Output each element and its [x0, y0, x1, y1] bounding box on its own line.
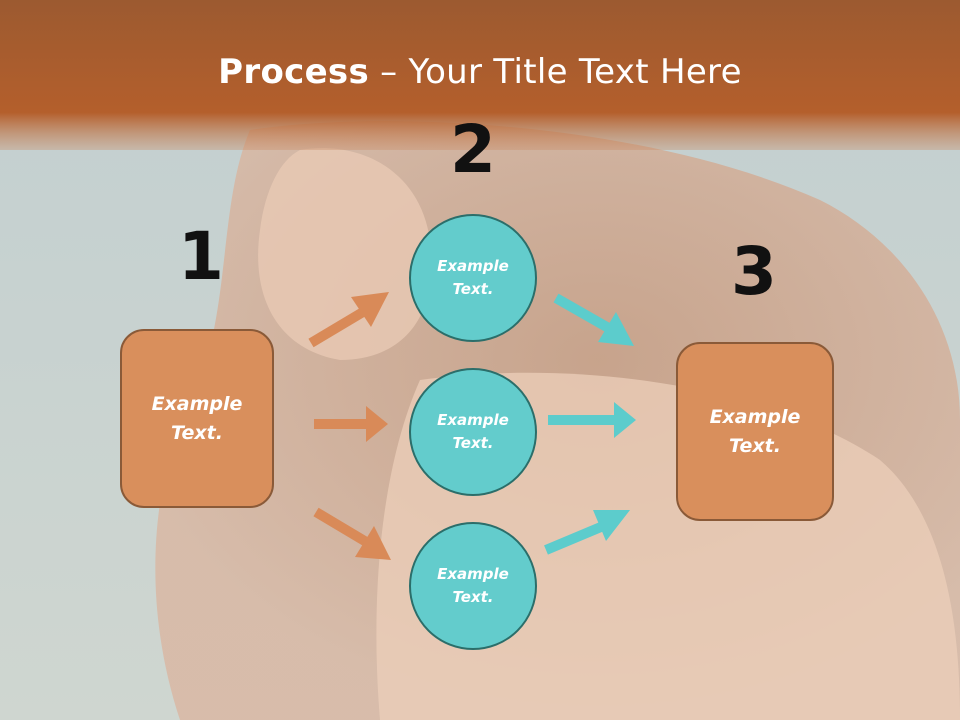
step-3-text: Example Text.: [709, 405, 801, 457]
step-2-text-middle: Example Text.: [437, 411, 509, 452]
step-1-text: Example Text.: [151, 392, 243, 444]
step-3-box: Example Text.: [676, 342, 834, 521]
step-2-number: 2: [450, 111, 496, 188]
title-bold: Process: [218, 52, 370, 92]
step-2-circle-middle: Example Text.: [409, 368, 537, 496]
step-2-text-bottom: Example Text.: [437, 565, 509, 606]
step-2-text-top: Example Text.: [437, 257, 509, 298]
title-rest: – Your Title Text Here: [369, 52, 742, 92]
step-1-box: Example Text.: [120, 329, 274, 508]
page-title: Process – Your Title Text Here: [0, 52, 960, 92]
step-3-number: 3: [731, 233, 777, 310]
step-2-circle-top: Example Text.: [409, 214, 537, 342]
step-2-circle-bottom: Example Text.: [409, 522, 537, 650]
step-1-number: 1: [178, 218, 224, 295]
